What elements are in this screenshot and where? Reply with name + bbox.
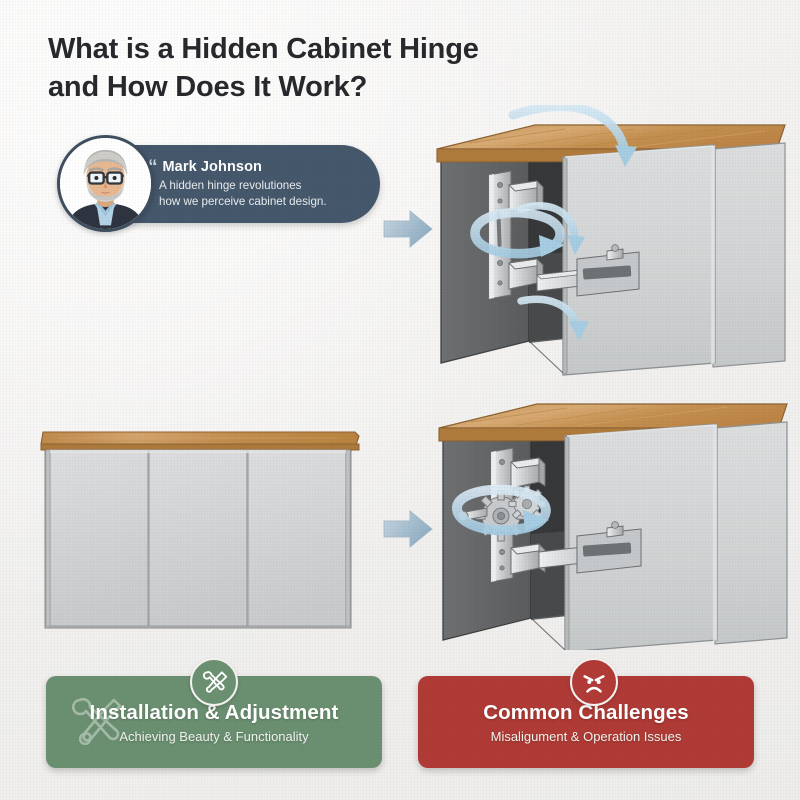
cabinet-open-gear-mechanism: [425, 400, 795, 650]
angry-face-icon: [583, 675, 605, 693]
page-title: What is a Hidden Cabinet Hinge and How D…: [48, 30, 568, 107]
cabinet-door-right: [247, 449, 347, 627]
flow-arrow-top: [382, 208, 434, 255]
page-title-line-1: What is a Hidden Cabinet Hinge: [48, 33, 479, 65]
cabinet-door-center: [148, 449, 248, 627]
quote-text: A hidden hinge revolutiones how we perce…: [148, 178, 364, 211]
banner-subtitle-challenges: Misaligument & Operation Issues: [490, 728, 682, 744]
banner-title-challenges: Common Challenges: [483, 700, 689, 724]
person-avatar-icon: [60, 138, 151, 229]
page-title-line-2: and How Does It Work?: [48, 71, 368, 104]
avatar: [57, 135, 154, 232]
arrow-right-icon: [383, 210, 433, 248]
banner-subtitle-installation: Achieving Beauty & Functionality: [119, 728, 309, 744]
wrench-screwdriver-icon: [64, 690, 128, 759]
badge-installation: [190, 658, 238, 706]
cabinet-closed-front: [25, 418, 370, 633]
cabinet-door-left: [49, 449, 149, 627]
quote-mark-icon: “: [148, 157, 158, 178]
arrow-right-icon: [383, 510, 433, 548]
banner-title-installation: Installation & Adjustment: [89, 700, 339, 724]
quote-name-row: “ Mark Johnson: [148, 156, 364, 178]
cabinet-open-hinge-detail: [425, 105, 795, 385]
badge-challenges: [570, 658, 618, 706]
flow-arrow-bottom: [382, 508, 434, 555]
quote-card-content: “ Mark Johnson A hidden hinge revolution…: [148, 156, 364, 211]
quote-text-line-1: A hidden hinge revolutiones: [159, 179, 302, 192]
wrench-screwdriver-icon: [202, 671, 228, 693]
speaker-name: Mark Johnson: [162, 159, 262, 175]
quote-text-line-2: how we perceive cabinet design.: [159, 195, 327, 209]
